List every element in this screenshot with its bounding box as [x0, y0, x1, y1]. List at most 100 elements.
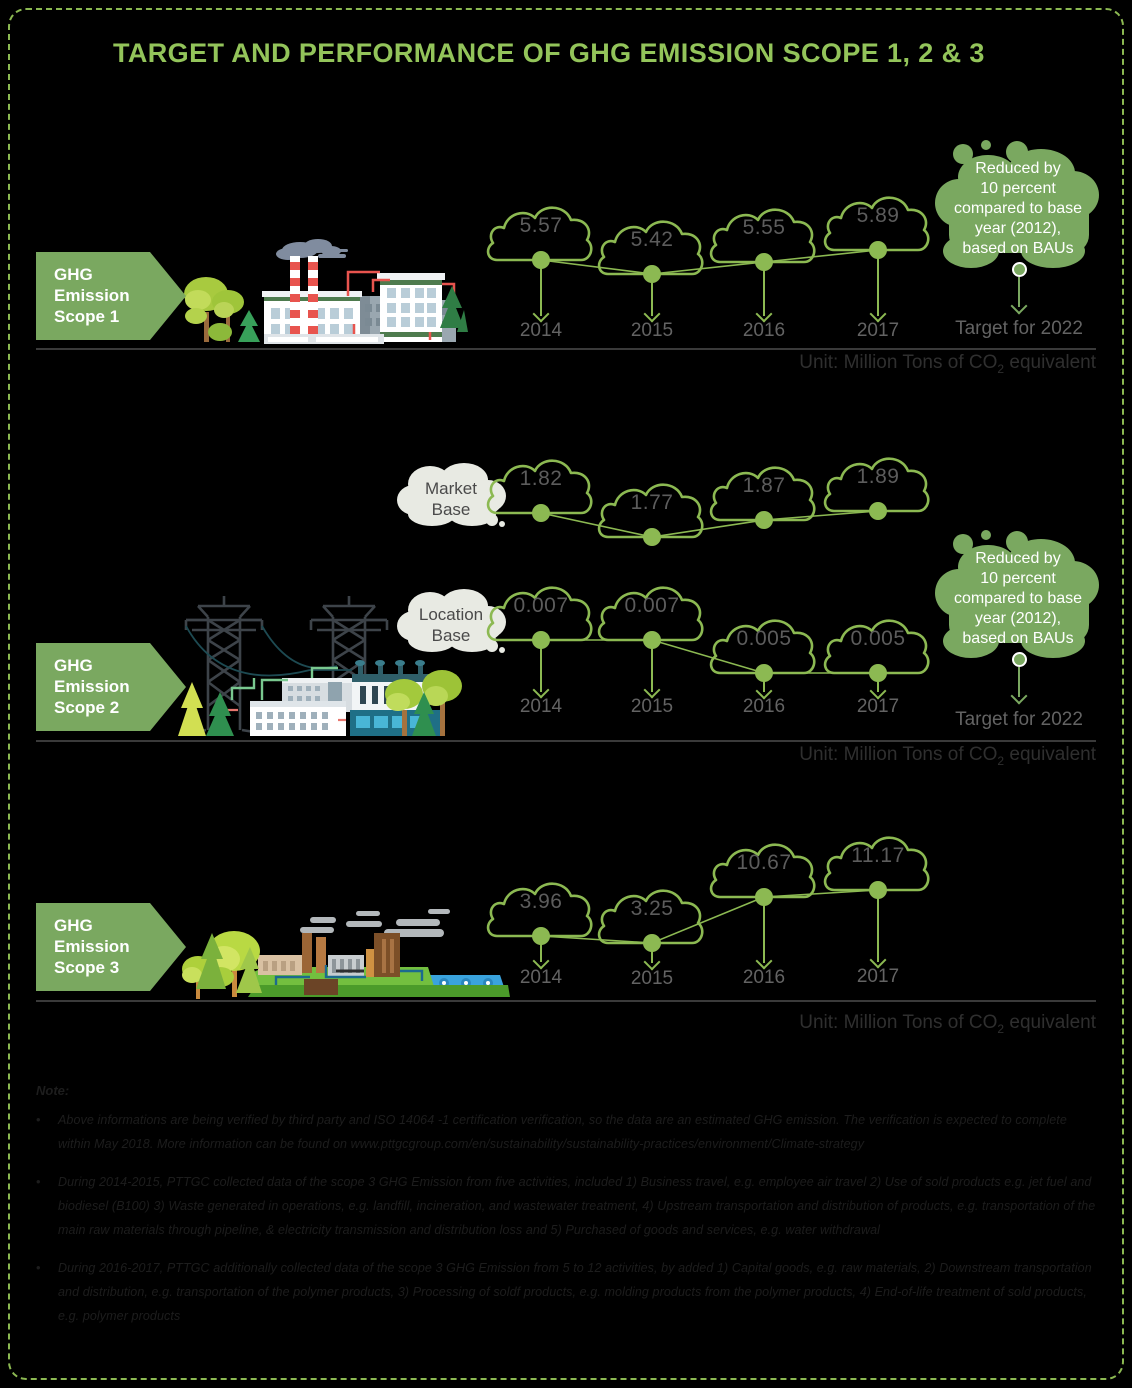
scope-2-baseline: [36, 740, 1096, 742]
scope-2-label-line-3: Scope 2: [54, 698, 120, 717]
scope-3-year-2016: 2016: [742, 967, 786, 988]
data-dot: [755, 253, 773, 271]
scope-3-unit-label: Unit: Million Tons of CO2 equivalent: [600, 1012, 1096, 1036]
stem-line: [877, 254, 879, 316]
target-line-2: 10 percent: [980, 570, 1056, 587]
scope-2-market-value-2016: 1.87: [742, 474, 786, 497]
data-dot: [643, 631, 661, 649]
scope-2-location-value-2014: 0.007: [513, 594, 569, 617]
notes-section: Note: • Above informations are being ver…: [36, 1083, 1096, 1342]
data-dot: [643, 528, 661, 546]
data-dot: [755, 664, 773, 682]
scope-2-label-arrow: GHG Emission Scope 2: [36, 643, 186, 731]
stem-line: [540, 940, 542, 962]
unit-suffix: equivalent: [1004, 352, 1096, 373]
scope-2-target-dot: [1012, 652, 1027, 667]
scope-2-target-caption: Target for 2022: [955, 709, 1083, 730]
data-dot: [532, 504, 550, 522]
unit-suffix: equivalent: [1004, 744, 1096, 765]
scope-2-target-text: Reduced by 10 percent compared to base y…: [939, 549, 1097, 649]
scope-2-location-value-2017: 0.005: [850, 627, 906, 650]
scope-1-target-caption: Target for 2022: [955, 318, 1083, 339]
target-line-2: 10 percent: [980, 180, 1056, 197]
stem-line: [651, 278, 653, 316]
stem-line: [763, 266, 765, 316]
location-base-line-2: Base: [431, 626, 471, 645]
target-line-4: year (2012),: [974, 220, 1062, 237]
cloud-icon: [706, 200, 822, 264]
bubble-shape: Reduced by 10 percent compared to base y…: [933, 133, 1103, 293]
target-line-4: year (2012),: [974, 610, 1062, 627]
scope-2-market-value-2015: 1.77: [630, 491, 674, 514]
scope-1-unit-label: Unit: Million Tons of CO2 equivalent: [600, 352, 1096, 376]
scope-3-value-2016: 10.67: [736, 851, 792, 874]
target-line-3: compared to base: [953, 200, 1083, 217]
stem-line: [877, 894, 879, 962]
scope-1-year-2015: 2015: [630, 320, 674, 341]
scope-2-target-stem: [1018, 667, 1020, 697]
cloud-icon: [706, 835, 822, 899]
cloud-icon: [483, 874, 599, 938]
bullet-icon: •: [36, 1260, 41, 1275]
cloud-icon: [594, 881, 710, 945]
scope-1-label-line-1: GHG: [54, 265, 93, 284]
scope-1-target-text: Reduced by 10 percent compared to base y…: [939, 159, 1097, 259]
scope-1-year-2017: 2017: [856, 320, 900, 341]
scope-1-label-line-3: Scope 1: [54, 307, 120, 326]
location-base-thought-bubble: Location Base: [396, 588, 506, 660]
market-base-text: Market Base: [396, 478, 506, 520]
cloud-icon: [483, 198, 599, 262]
bubble-shape: Reduced by 10 percent compared to base y…: [933, 523, 1103, 683]
scope-3-year-2015: 2015: [630, 968, 674, 989]
scope-2-location-value-2016: 0.005: [736, 627, 792, 650]
cloud-icon: [820, 611, 936, 675]
scope-1-illustration-factory: [168, 228, 468, 346]
data-dot: [869, 502, 887, 520]
market-base-line-1: Market: [425, 479, 477, 498]
scope-3-year-2014: 2014: [519, 967, 563, 988]
unit-subscript: 2: [997, 1021, 1005, 1036]
scope-3-value-2015: 3.25: [630, 897, 674, 920]
unit-subscript: 2: [997, 753, 1005, 768]
scope-1-value-2014: 5.57: [519, 214, 563, 237]
stem-line: [540, 264, 542, 316]
scope-3-value-2014: 3.96: [519, 890, 563, 913]
target-line-3: compared to base: [953, 590, 1083, 607]
scope-3-year-2017: 2017: [856, 966, 900, 987]
note-text-1: Above informations are being verified by…: [58, 1113, 1067, 1151]
cloud-icon: [594, 212, 710, 276]
cloud-icon: [706, 458, 822, 522]
bullet-icon: •: [36, 1112, 41, 1127]
cloud-icon: [483, 578, 599, 642]
stem-line: [877, 677, 879, 692]
market-base-thought-bubble: Market Base: [396, 462, 506, 534]
cloud-icon: [594, 475, 710, 539]
target-line-1: Reduced by: [975, 550, 1061, 567]
data-dot: [869, 241, 887, 259]
stem-line: [540, 644, 542, 692]
stem-line: [651, 644, 653, 692]
note-item: • During 2014-2015, PTTGC collected data…: [36, 1170, 1096, 1242]
scope-1-value-2016: 5.55: [742, 216, 786, 239]
scope-2-year-2016: 2016: [742, 696, 786, 717]
scope-1-value-2015: 5.42: [630, 228, 674, 251]
cloud-icon: [706, 611, 822, 675]
scope-1-target-stem: [1018, 277, 1020, 307]
scope-3-value-2017: 11.17: [851, 844, 905, 867]
location-base-line-1: Location: [418, 605, 484, 624]
location-base-text: Location Base: [396, 604, 506, 646]
unit-prefix: Unit: Million Tons of CO: [799, 1012, 998, 1033]
notes-heading: Note:: [36, 1083, 70, 1098]
data-dot: [755, 888, 773, 906]
unit-prefix: Unit: Million Tons of CO: [799, 744, 998, 765]
scope-3-label-line-3: Scope 3: [54, 958, 120, 977]
cloud-icon: [483, 451, 599, 515]
scope-2-target-bubble: Reduced by 10 percent compared to base y…: [933, 523, 1103, 683]
unit-subscript: 2: [997, 361, 1005, 376]
stem-line: [651, 947, 653, 963]
scope-3-illustration-refinery: [160, 893, 510, 1005]
scope-2-label-line-1: GHG: [54, 656, 93, 675]
scope-1-year-2016: 2016: [742, 320, 786, 341]
data-dot: [755, 511, 773, 529]
